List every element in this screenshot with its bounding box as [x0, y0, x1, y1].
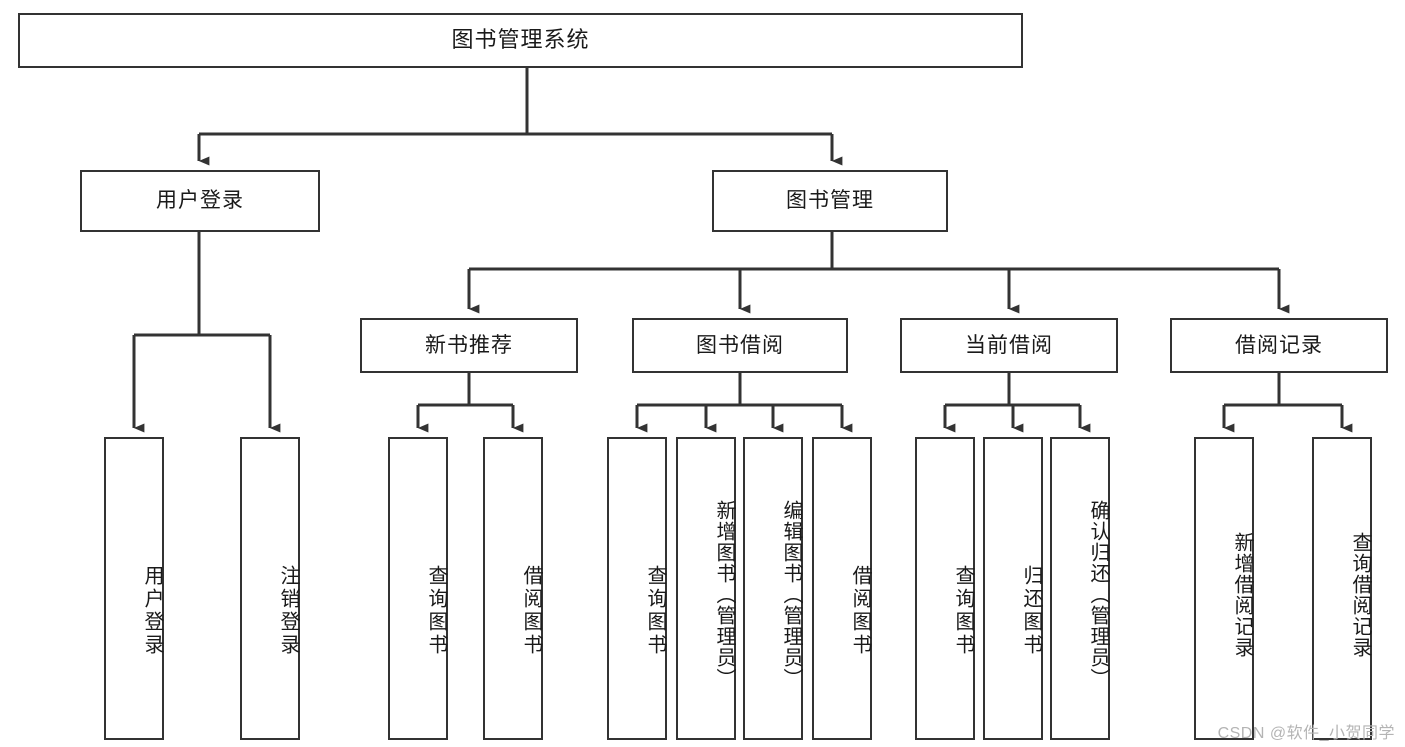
node-label: 查询借阅记录: [1349, 531, 1371, 658]
node-label: 新增图书（管理员）: [713, 500, 735, 689]
node-label: 借阅记录: [1235, 333, 1323, 357]
leaf-current-borrow-query-book[interactable]: 查询图书: [915, 437, 975, 740]
leaf-user-login-login[interactable]: 用户登录: [104, 437, 164, 740]
leaf-borrow-record-query-record[interactable]: 查询借阅记录: [1312, 437, 1372, 740]
node-book-management[interactable]: 图书管理: [712, 170, 948, 232]
node-label: 当前借阅: [965, 333, 1053, 357]
node-current-borrow[interactable]: 当前借阅: [900, 318, 1118, 373]
node-label: 确认归还（管理员）: [1087, 500, 1109, 689]
node-label: 新书推荐: [425, 333, 513, 357]
node-label: 借阅图书: [520, 564, 542, 657]
node-label: 编辑图书（管理员）: [780, 500, 802, 689]
leaf-new-book-borrow-book[interactable]: 借阅图书: [483, 437, 543, 740]
node-new-book-recommend[interactable]: 新书推荐: [360, 318, 578, 373]
leaf-borrow-record-add-record[interactable]: 新增借阅记录: [1194, 437, 1254, 740]
node-label: 查询图书: [425, 564, 447, 657]
leaf-user-login-logout[interactable]: 注销登录: [240, 437, 300, 740]
node-label: 归还图书: [1020, 564, 1042, 657]
node-label: 查询图书: [952, 564, 974, 657]
node-label: 新增借阅记录: [1231, 531, 1253, 658]
leaf-current-borrow-confirm-return-admin[interactable]: 确认归还（管理员）: [1050, 437, 1110, 740]
node-borrow-record[interactable]: 借阅记录: [1170, 318, 1388, 373]
node-label: 用户登录: [141, 564, 163, 657]
node-label: 注销登录: [277, 564, 299, 657]
leaf-book-borrow-query-book[interactable]: 查询图书: [607, 437, 667, 740]
node-label: 图书管理系统: [451, 27, 590, 53]
node-label: 查询图书: [644, 564, 666, 657]
node-label: 图书借阅: [696, 333, 784, 357]
leaf-current-borrow-return-book[interactable]: 归还图书: [983, 437, 1043, 740]
node-user-login[interactable]: 用户登录: [80, 170, 320, 232]
node-book-borrow[interactable]: 图书借阅: [632, 318, 848, 373]
leaf-book-borrow-add-book-admin[interactable]: 新增图书（管理员）: [676, 437, 736, 740]
leaf-book-borrow-borrow-book[interactable]: 借阅图书: [812, 437, 872, 740]
node-label: 图书管理: [786, 189, 874, 213]
node-label: 用户登录: [156, 189, 244, 213]
node-label: 借阅图书: [849, 564, 871, 657]
leaf-new-book-query-book[interactable]: 查询图书: [388, 437, 448, 740]
node-root-book-management-system[interactable]: 图书管理系统: [18, 13, 1023, 68]
leaf-book-borrow-edit-book-admin[interactable]: 编辑图书（管理员）: [743, 437, 803, 740]
